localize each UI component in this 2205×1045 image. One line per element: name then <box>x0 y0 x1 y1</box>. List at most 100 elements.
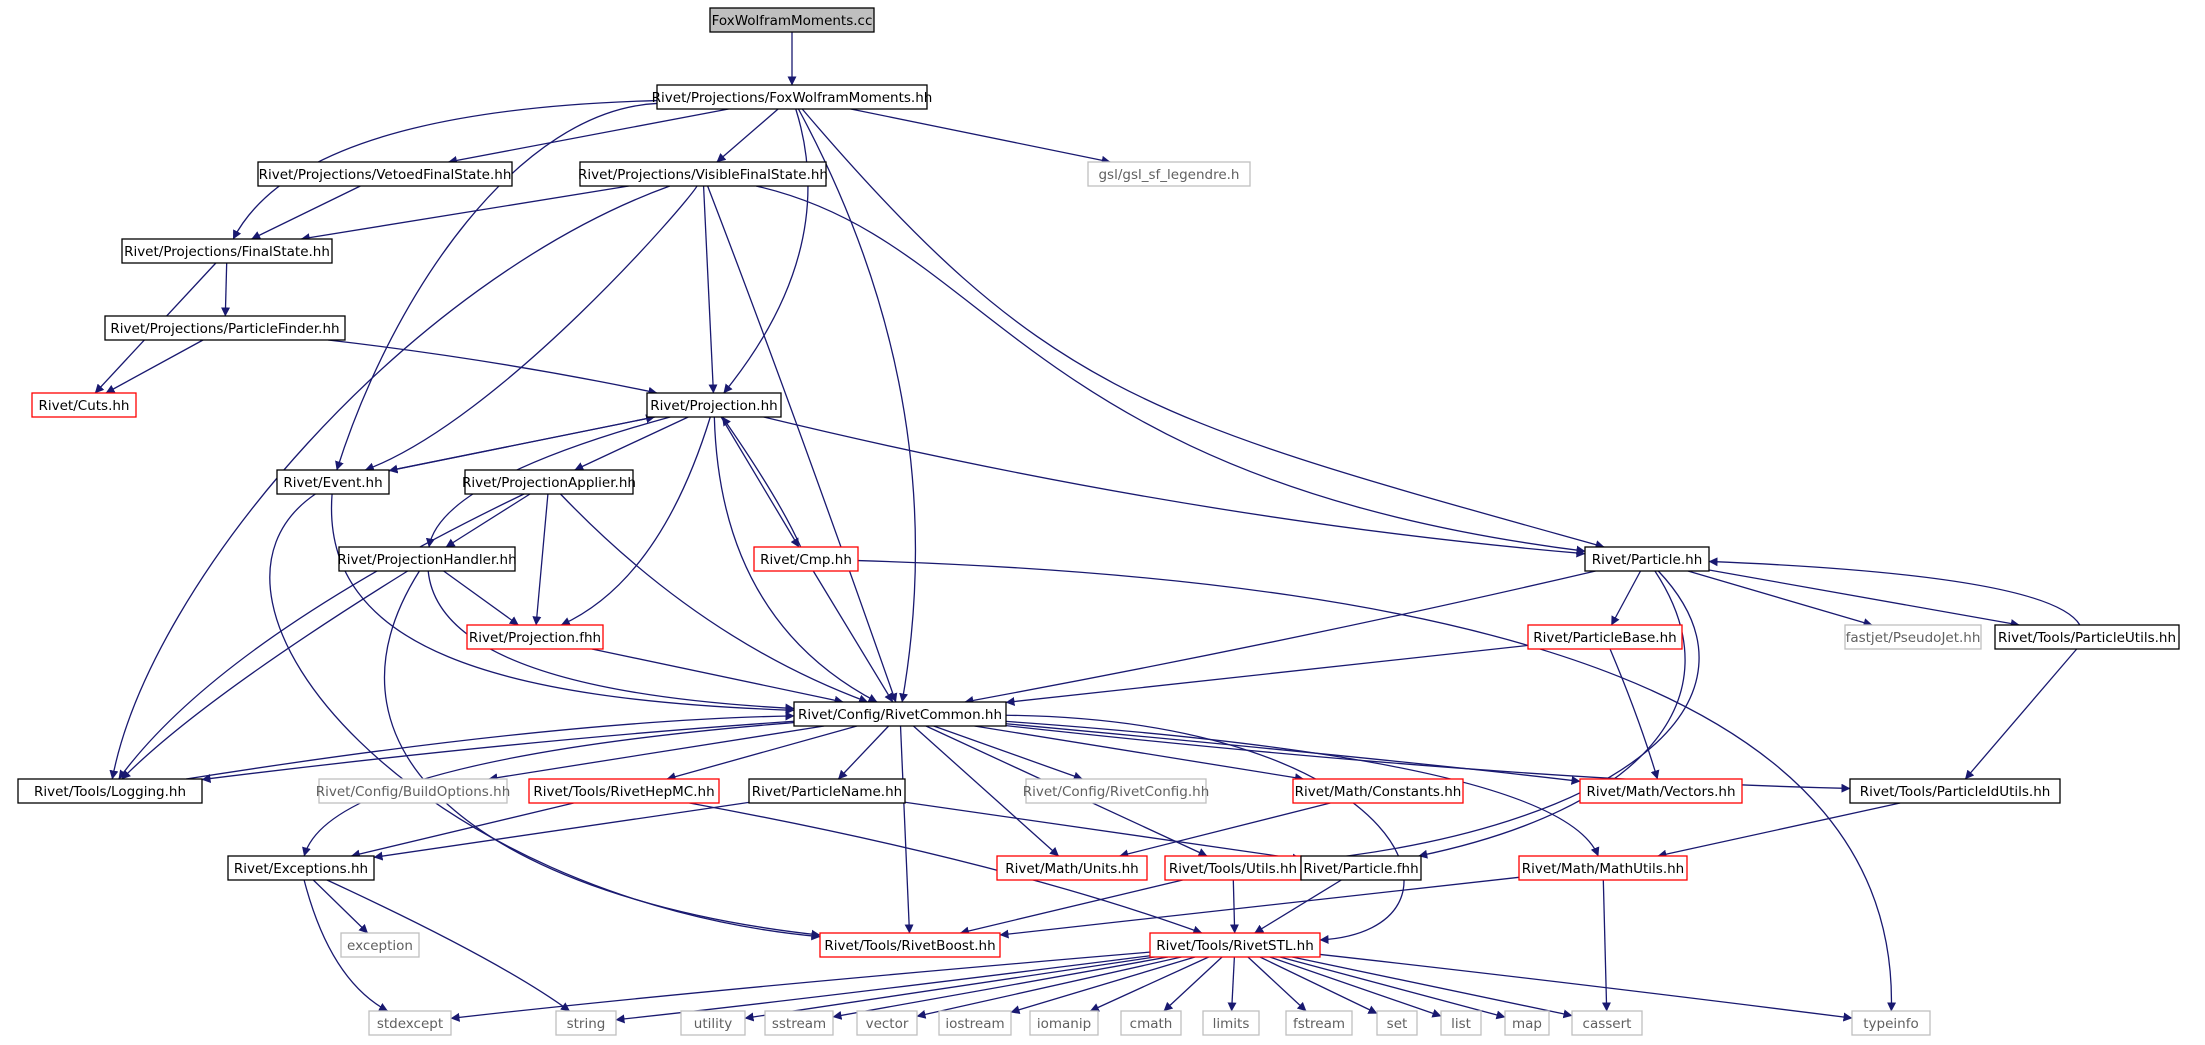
node-pbase[interactable]: Rivet/ParticleBase.hh <box>1527 624 1683 650</box>
node-exceptions[interactable]: Rivet/Exceptions.hh <box>227 855 375 881</box>
node-label: Rivet/Math/Units.hh <box>1005 861 1139 877</box>
node-box <box>31 392 137 418</box>
node-tutils[interactable]: Rivet/Tools/Utils.hh <box>1164 855 1302 881</box>
node-mathutils[interactable]: Rivet/Math/MathUtils.hh <box>1518 855 1688 881</box>
node-buildopts[interactable]: Rivet/Config/BuildOptions.hh <box>316 778 511 804</box>
edge-rcommon-to-pname <box>837 725 890 780</box>
edge-rstl-to-vector <box>916 956 1182 1019</box>
node-box <box>1120 1010 1182 1036</box>
edge-projection-to-rcommon <box>713 416 878 703</box>
node-label: utility <box>694 1016 732 1032</box>
edge-constants-to-units <box>1119 802 1331 859</box>
node-iostream[interactable]: iostream <box>938 1010 1012 1036</box>
edge-fwm_hh-to-projection <box>723 108 809 394</box>
edge-rstl-to-iomanip <box>1089 956 1209 1012</box>
node-exception[interactable]: exception <box>340 932 420 958</box>
edge-mathutils-to-cassert <box>1601 879 1611 1012</box>
node-gsl[interactable]: gsl/gsl_sf_legendre.h <box>1087 161 1251 187</box>
node-pidutils[interactable]: Rivet/Tools/ParticleIdUtils.hh <box>1849 778 2061 804</box>
edge-particle-to-tutils <box>1300 570 1700 865</box>
node-particle[interactable]: Rivet/Particle.hh <box>1584 546 1710 572</box>
node-cassert[interactable]: cassert <box>1571 1010 1643 1036</box>
node-vector[interactable]: vector <box>856 1010 918 1036</box>
node-list[interactable]: list <box>1440 1010 1482 1036</box>
edge-papplier-to-projfhh <box>532 493 549 626</box>
node-vetoed[interactable]: Rivet/Projections/VetoedFinalState.hh <box>257 161 513 187</box>
node-box <box>1504 1010 1550 1036</box>
node-box <box>1851 1010 1931 1036</box>
node-limits[interactable]: limits <box>1202 1010 1260 1036</box>
edge-papplier-to-logging <box>118 493 525 780</box>
node-stdexcept[interactable]: stdexcept <box>368 1010 452 1036</box>
node-label: set <box>1387 1016 1408 1032</box>
node-rcommon[interactable]: Rivet/Config/RivetCommon.hh <box>793 701 1007 727</box>
node-typeinfo[interactable]: typeinfo <box>1851 1010 1931 1036</box>
dependency-edges <box>94 32 2081 1024</box>
node-label: Rivet/Math/Constants.hh <box>1295 784 1462 800</box>
node-box <box>793 701 1007 727</box>
node-papplier[interactable]: Rivet/ProjectionApplier.hh <box>462 469 636 495</box>
node-box <box>819 932 1001 958</box>
edge-cmp-to-rcommon <box>812 570 894 703</box>
node-fwm_hh[interactable]: Rivet/Projections/FoxWolframMoments.hh <box>652 84 933 110</box>
edge-projection-to-cmp <box>720 416 800 548</box>
node-label: Rivet/Config/BuildOptions.hh <box>316 784 511 800</box>
node-particlefhh[interactable]: Rivet/Particle.fhh <box>1300 855 1422 881</box>
node-rconfig[interactable]: Rivet/Config/RivetConfig.hh <box>1023 778 1210 804</box>
node-box <box>1292 778 1464 804</box>
node-box <box>1994 624 2180 650</box>
node-box <box>1300 855 1422 881</box>
node-cuts[interactable]: Rivet/Cuts.hh <box>31 392 137 418</box>
node-sstream[interactable]: sstream <box>764 1010 834 1036</box>
node-iomanip[interactable]: iomanip <box>1029 1010 1099 1036</box>
node-pfinder[interactable]: Rivet/Projections/ParticleFinder.hh <box>104 315 346 341</box>
node-map[interactable]: map <box>1504 1010 1550 1036</box>
node-cmp[interactable]: Rivet/Cmp.hh <box>753 546 859 572</box>
node-rstl[interactable]: Rivet/Tools/RivetSTL.hh <box>1149 932 1321 958</box>
edge-rstl-to-fstream <box>1247 956 1307 1012</box>
edge-rcommon-to-logging <box>201 720 795 783</box>
node-finalstate[interactable]: Rivet/Projections/FinalState.hh <box>121 238 333 264</box>
node-phandler[interactable]: Rivet/ProjectionHandler.hh <box>337 546 517 572</box>
node-utility[interactable]: utility <box>680 1010 746 1036</box>
node-box <box>1087 161 1251 187</box>
node-set[interactable]: set <box>1376 1010 1418 1036</box>
edge-particlefhh-to-rstl <box>1254 879 1342 934</box>
node-box <box>646 392 782 418</box>
edge-rstl-to-string <box>615 955 1151 1024</box>
node-label: FoxWolframMoments.cc <box>712 13 873 29</box>
node-box <box>1584 546 1710 572</box>
edge-rcommon-to-vectors <box>1005 723 1581 785</box>
edge-rstl-to-limits <box>1227 956 1237 1012</box>
node-visible[interactable]: Rivet/Projections/VisibleFinalState.hh <box>578 161 828 187</box>
node-box <box>680 1010 746 1036</box>
node-logging[interactable]: Rivet/Tools/Logging.hh <box>17 778 203 804</box>
node-label: Rivet/ProjectionApplier.hh <box>462 475 636 491</box>
edge-projection-to-papplier <box>574 416 689 471</box>
node-label: Rivet/Projections/FoxWolframMoments.hh <box>652 90 933 106</box>
node-projfhh[interactable]: Rivet/Projection.fhh <box>466 624 604 650</box>
node-string[interactable]: string <box>555 1010 617 1036</box>
edge-pbase-to-rcommon <box>1005 644 1529 706</box>
edge-pbase-to-vectors <box>1609 648 1660 780</box>
node-units[interactable]: Rivet/Math/Units.hh <box>996 855 1148 881</box>
edge-phandler-to-rboost <box>383 570 821 939</box>
edge-rstl-to-utility <box>744 956 1155 1022</box>
node-cmath[interactable]: cmath <box>1120 1010 1182 1036</box>
node-putils[interactable]: Rivet/Tools/ParticleUtils.hh <box>1994 624 2180 650</box>
node-constants[interactable]: Rivet/Math/Constants.hh <box>1292 778 1464 804</box>
node-fstream[interactable]: fstream <box>1285 1010 1353 1036</box>
node-label: vector <box>866 1016 909 1032</box>
file-nodes: FoxWolframMoments.ccRivet/Projections/Fo… <box>17 7 2180 1036</box>
node-vectors[interactable]: Rivet/Math/Vectors.hh <box>1579 778 1743 804</box>
node-hepmc[interactable]: Rivet/Tools/RivetHepMC.hh <box>528 778 720 804</box>
node-pseudojet[interactable]: fastjet/PseudoJet.hh <box>1844 624 1982 650</box>
node-projection[interactable]: Rivet/Projection.hh <box>646 392 782 418</box>
edge-finalstate-to-pfinder <box>221 262 231 317</box>
edge-rcommon-to-mathutils <box>1005 720 1600 857</box>
node-rboost[interactable]: Rivet/Tools/RivetBoost.hh <box>819 932 1001 958</box>
edge-cmp-to-projection <box>721 416 802 548</box>
edge-fwm_hh-to-gsl <box>850 108 1111 165</box>
node-event[interactable]: Rivet/Event.hh <box>276 469 390 495</box>
node-pname[interactable]: Rivet/ParticleName.hh <box>748 778 906 804</box>
